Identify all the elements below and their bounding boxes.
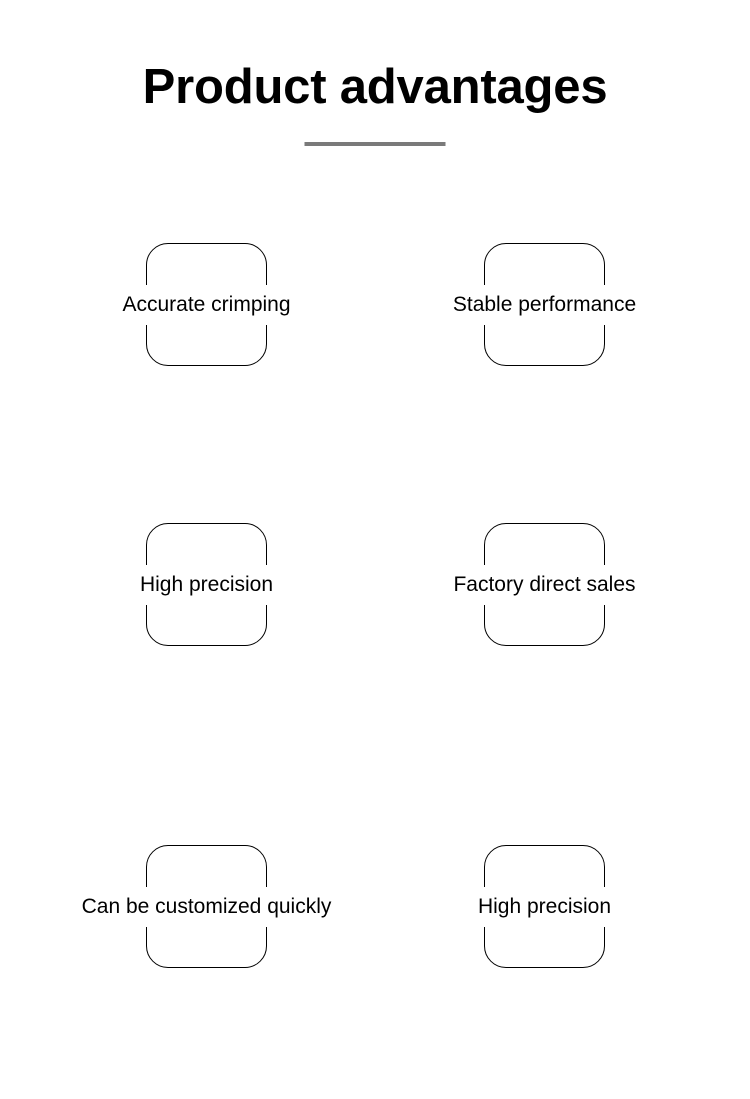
title-divider: [304, 142, 446, 146]
feature-label: Accurate crimping: [122, 293, 291, 316]
feature-card-factory-direct-sales[interactable]: Factory direct sales: [431, 523, 658, 646]
card-label-wrap: High precision: [120, 564, 293, 605]
feature-card-high-precision[interactable]: High precision: [120, 523, 293, 646]
page-title: Product advantages: [142, 60, 608, 114]
feature-card-can-be-customized-quickly[interactable]: Can be customized quickly: [54, 845, 359, 968]
feature-label: Stable performance: [452, 293, 637, 316]
card-label-wrap: Factory direct sales: [431, 564, 658, 605]
feature-card-stable-performance[interactable]: Stable performance: [429, 243, 660, 366]
feature-card-high-precision-2[interactable]: High precision: [458, 845, 631, 968]
feature-label: Can be customized quickly: [81, 895, 332, 918]
card-label-wrap: Accurate crimping: [100, 284, 313, 325]
card-label-wrap: Stable performance: [429, 284, 660, 325]
feature-label: High precision: [139, 573, 274, 596]
feature-label: Factory direct sales: [453, 573, 636, 596]
feature-card-accurate-crimping[interactable]: Accurate crimping: [100, 243, 313, 366]
card-label-wrap: Can be customized quickly: [54, 886, 359, 927]
feature-label: High precision: [477, 895, 612, 918]
card-label-wrap: High precision: [458, 886, 631, 927]
